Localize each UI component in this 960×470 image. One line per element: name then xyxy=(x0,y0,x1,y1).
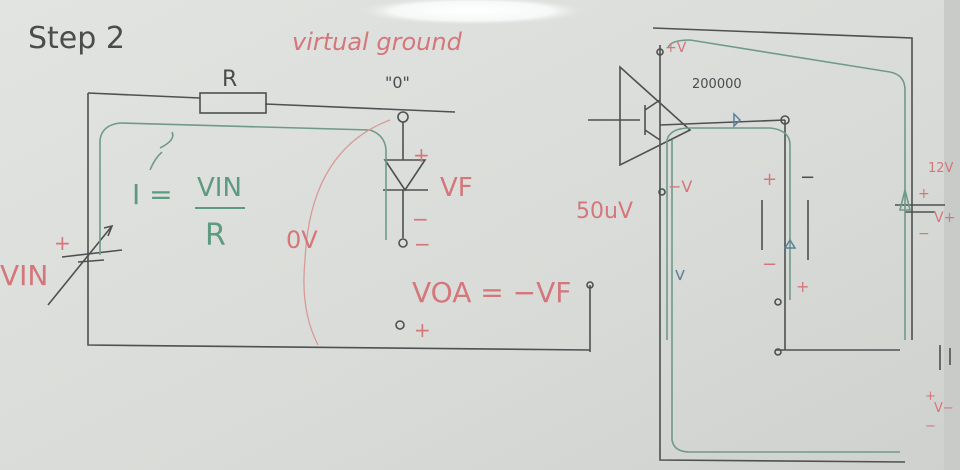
current-eq-numerator: VIN xyxy=(197,173,242,203)
supply-minus: − xyxy=(918,226,930,242)
vin-label: VIN xyxy=(0,259,48,292)
supply-voltage-label: 12V xyxy=(928,161,954,176)
board-frame xyxy=(944,0,960,470)
lower-supply-label: V− xyxy=(934,401,954,416)
supply-label: V+ xyxy=(934,210,955,226)
diode-out-minus: − xyxy=(414,232,431,256)
pos-supply-label: +V xyxy=(665,40,687,56)
battery xyxy=(895,204,951,370)
load-lower-minus: − xyxy=(762,254,777,275)
load-plus: + xyxy=(762,169,777,190)
diode-plus: + xyxy=(413,143,430,167)
diode-minus: − xyxy=(412,207,429,231)
neg-supply-label: −V xyxy=(668,177,692,196)
current-eq-denominator: R xyxy=(205,218,226,253)
vin-plus: + xyxy=(54,231,71,255)
resistor xyxy=(199,92,267,114)
vf-label: VF xyxy=(440,173,473,203)
light-glare xyxy=(357,0,587,25)
node-plus: + xyxy=(414,318,431,342)
load-lower-plus: + xyxy=(796,277,809,296)
load xyxy=(761,200,809,260)
step-title: Step 2 xyxy=(28,21,125,56)
zero-node-label: "0" xyxy=(385,73,410,92)
opamp-circuit xyxy=(588,27,951,463)
current-eq-lhs: I = xyxy=(132,178,173,211)
gain-label: 200000 xyxy=(692,77,742,92)
diode-output-node xyxy=(398,238,408,248)
lower-supply-minus: − xyxy=(925,419,936,434)
virtual-ground-label: virtual ground xyxy=(292,28,463,56)
zero-volt-label: 0V xyxy=(286,226,318,254)
input-voltage-label: 50uV xyxy=(576,199,633,224)
load-minus: − xyxy=(800,167,815,188)
voa-equation: VOA = −VF xyxy=(412,276,571,309)
variable-arrow xyxy=(47,224,114,306)
lower-supply-plus: + xyxy=(925,389,936,404)
opamp-triangle xyxy=(619,65,692,167)
resistor-label: R xyxy=(222,67,237,92)
left-circuit xyxy=(47,92,594,352)
supply-plus: + xyxy=(918,186,930,202)
